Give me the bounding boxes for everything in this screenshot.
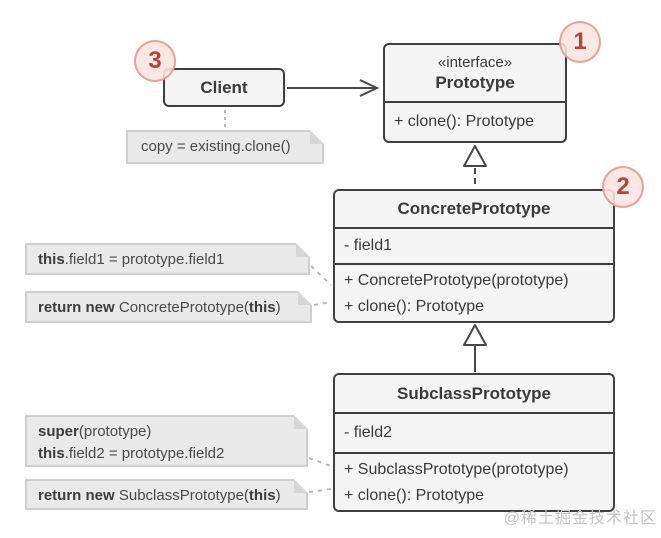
concrete-method-clone: + clone(): Prototype — [344, 298, 485, 315]
note-fold-icon — [298, 291, 312, 305]
prototype-interface-box: «interface» Prototype + clone(): Prototy… — [383, 43, 567, 143]
note-line: this.field1 = prototype.field1 — [38, 251, 225, 268]
note-line: return new SubclassPrototype(this) — [38, 487, 281, 504]
step-badge-1-number: 1 — [573, 28, 587, 55]
note-line: return new ConcretePrototype(this) — [38, 299, 281, 316]
note-text: return new SubclassPrototype(this) — [27, 481, 306, 506]
subclass-prototype-name: SubclassPrototype — [397, 383, 551, 403]
concrete-prototype-name: ConcretePrototype — [397, 199, 551, 218]
step-badge-1: 1 — [559, 21, 601, 63]
association-arrowhead-icon — [359, 79, 380, 97]
note-concrete-field-code: this.field1 = prototype.field1 — [25, 243, 310, 275]
note-connector-subclass-clone — [308, 488, 332, 493]
concrete-methods-compartment: + ConcretePrototype(prototype) + clone()… — [335, 263, 613, 321]
realization-arrowhead-icon — [463, 145, 487, 167]
note-connector-field1 — [310, 265, 332, 286]
note-fold-icon — [294, 479, 308, 493]
watermark: @稀土掘金技术社区 — [503, 510, 657, 527]
step-badge-3-number: 3 — [148, 47, 162, 74]
note-connector-field2 — [308, 457, 332, 467]
note-subclass-clone-code: return new SubclassPrototype(this) — [25, 479, 308, 510]
subclass-constructor: + SubclassPrototype(prototype) — [344, 461, 569, 478]
note-line: super(prototype) — [38, 423, 152, 440]
subclass-methods-compartment: + SubclassPrototype(prototype) + clone()… — [335, 452, 613, 510]
prototype-interface-title: «interface» Prototype — [385, 45, 565, 101]
concrete-prototype-class-box: ConcretePrototype - field1 + ConcretePro… — [333, 189, 615, 323]
note-text: return new ConcretePrototype(this) — [27, 293, 310, 318]
client-class-box: Client — [163, 68, 285, 107]
subclass-prototype-class-box: SubclassPrototype - field2 + SubclassPro… — [333, 373, 615, 512]
subclass-method-clone: + clone(): Prototype — [344, 487, 485, 504]
note-client-code: copy = existing.clone() — [126, 130, 324, 164]
interface-stereotype: «interface» — [437, 54, 513, 71]
inheritance-arrowhead-icon — [463, 324, 487, 346]
note-fold-icon — [310, 130, 324, 144]
concrete-constructor: + ConcretePrototype(prototype) — [344, 272, 569, 289]
step-badge-3: 3 — [134, 40, 176, 82]
client-class-name: Client — [200, 77, 248, 97]
note-text: this.field1 = prototype.field1 — [27, 245, 308, 270]
note-text: copy = existing.clone() — [128, 132, 322, 157]
note-line: this.field2 = prototype.field2 — [38, 445, 225, 462]
subclass-field2: - field2 — [335, 412, 613, 452]
prototype-interface-name: Prototype — [435, 73, 515, 92]
step-badge-2: 2 — [602, 166, 644, 208]
note-text: super(prototype) this.field2 = prototype.… — [27, 417, 306, 465]
note-subclass-field-code: super(prototype) this.field2 = prototype.… — [25, 415, 308, 467]
concrete-field1: - field1 — [335, 227, 613, 263]
note-fold-icon — [294, 415, 308, 429]
note-fold-icon — [296, 243, 310, 257]
note-connector-concrete-clone — [313, 301, 332, 306]
prototype-method-clone: + clone(): Prototype — [385, 101, 565, 141]
note-line: copy = existing.clone() — [141, 138, 291, 155]
note-concrete-clone-code: return new ConcretePrototype(this) — [25, 291, 312, 323]
step-badge-2-number: 2 — [616, 173, 630, 200]
